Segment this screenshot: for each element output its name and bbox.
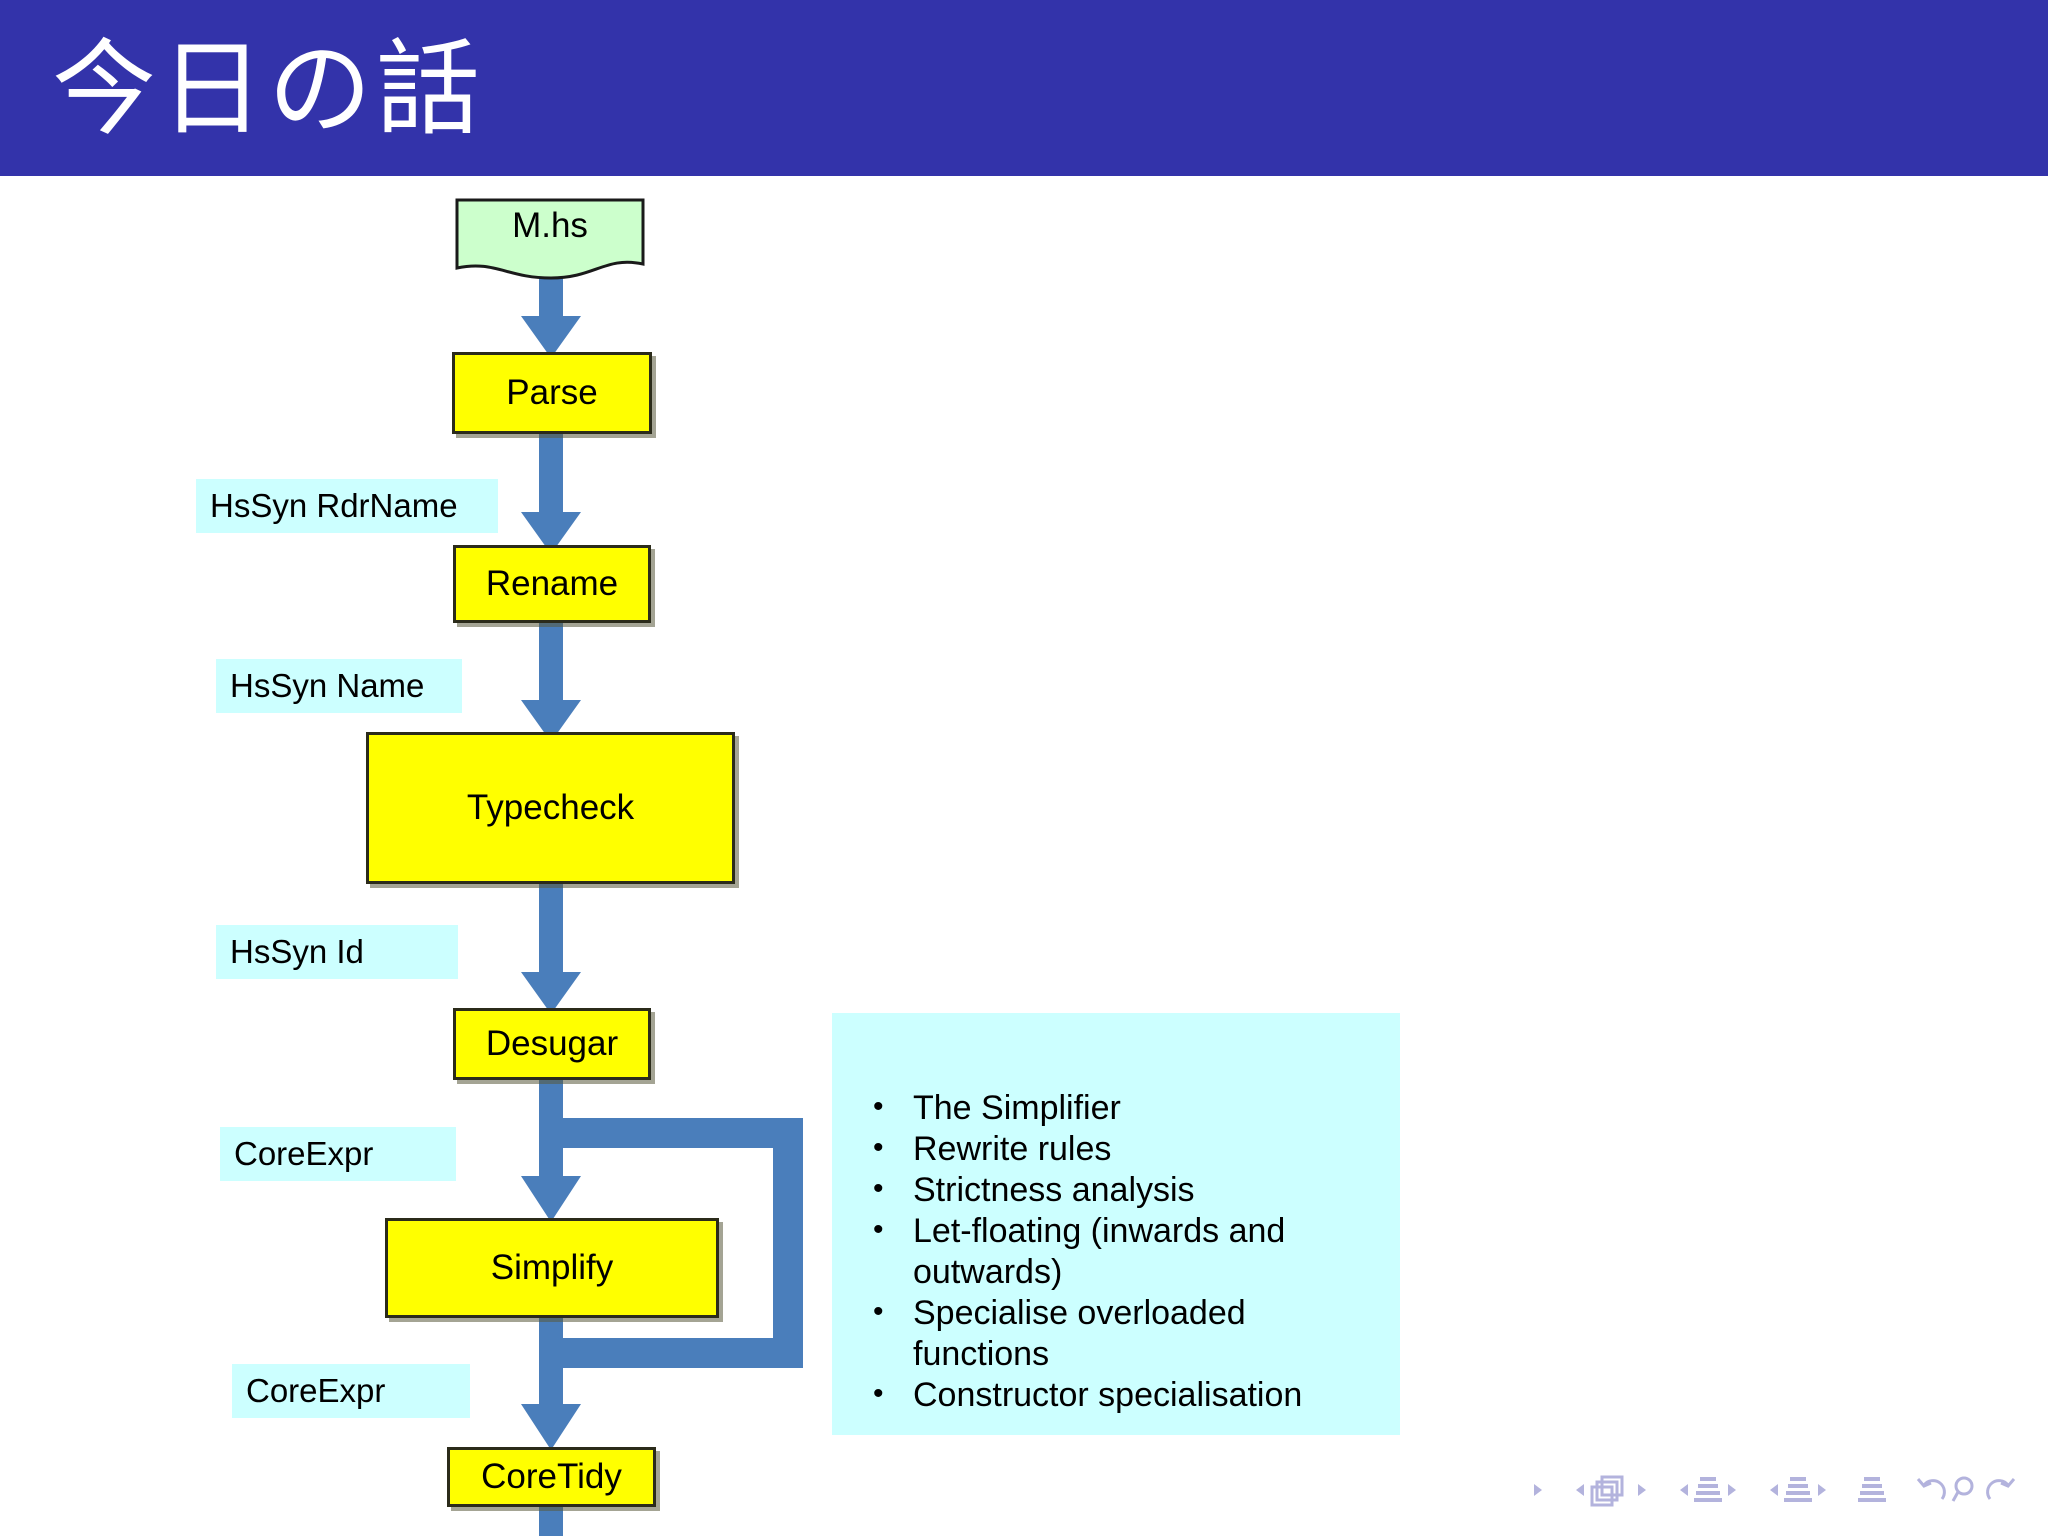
list-item: Specialise overloaded functions <box>867 1291 1380 1375</box>
prev-section-icon[interactable] <box>1766 1479 1782 1501</box>
nav-spacer <box>1888 1490 1914 1491</box>
prev-slide-icon[interactable] <box>1572 1479 1588 1501</box>
subsection-bars-icon[interactable] <box>1692 1473 1724 1507</box>
list-item: Strictness analysis <box>867 1168 1380 1211</box>
next-slide-icon[interactable] <box>1634 1479 1650 1501</box>
first-frame-icon[interactable] <box>1530 1479 1546 1501</box>
type-label-coreexpr-2: CoreExpr <box>232 1364 470 1418</box>
stage-label-parse: Parse <box>506 373 598 412</box>
stage-box-coretidy[interactable]: CoreTidy <box>447 1447 656 1507</box>
nav-spacer <box>1546 1490 1572 1491</box>
arrow-simplify-feedback-loop <box>545 1118 803 1368</box>
type-label-hssyn-rdrname: HsSyn RdrName <box>196 479 498 533</box>
stage-box-parse[interactable]: Parse <box>452 352 652 434</box>
list-item: Constructor specialisation <box>867 1373 1380 1416</box>
source-file-label: M.hs <box>512 206 588 245</box>
arrow-desugar-to-simplify <box>521 1078 581 1222</box>
prev-subsection-icon[interactable] <box>1676 1479 1692 1501</box>
list-item: The Simplifier <box>867 1086 1380 1129</box>
stage-box-typecheck[interactable]: Typecheck <box>366 732 735 884</box>
stage-label-rename: Rename <box>485 564 619 603</box>
arrow-simplify-to-coretidy <box>521 1308 581 1450</box>
nav-spacer <box>1830 1490 1856 1491</box>
type-label-hssyn-name: HsSyn Name <box>216 659 462 713</box>
stage-label-desugar: Desugar <box>485 1024 619 1063</box>
presentation-bars-icon[interactable] <box>1856 1473 1888 1507</box>
list-item: Let-floating (inwards and outwards) <box>867 1209 1380 1293</box>
stage-box-rename[interactable]: Rename <box>453 545 651 623</box>
simplifier-bullet-list: The Simplifier Rewrite rules Strictness … <box>867 1086 1380 1416</box>
stage-label-typecheck: Typecheck <box>466 788 635 827</box>
next-subsection-icon[interactable] <box>1724 1479 1740 1501</box>
list-item: Rewrite rules <box>867 1127 1380 1170</box>
title-banner <box>0 0 2048 176</box>
next-section-icon[interactable] <box>1814 1479 1830 1501</box>
type-label-hssyn-id: HsSyn Id <box>216 925 458 979</box>
arrow-typecheck-to-desugar <box>521 884 581 1014</box>
forward-redo-icon[interactable] <box>1982 1473 2018 1507</box>
arrow-source-to-parse <box>521 270 581 358</box>
search-magnifier-icon[interactable] <box>1950 1473 1982 1507</box>
type-label-coreexpr-1: CoreExpr <box>220 1127 456 1181</box>
source-file-document-icon <box>455 198 645 280</box>
stage-box-desugar[interactable]: Desugar <box>453 1008 651 1080</box>
stage-label-coretidy: CoreTidy <box>481 1457 622 1496</box>
back-undo-icon[interactable] <box>1914 1473 1950 1507</box>
arrow-rename-to-typecheck <box>521 622 581 742</box>
arrow-parse-to-rename <box>521 434 581 554</box>
nav-spacer <box>1650 1490 1676 1491</box>
simplifier-info-panel: The Simplifier Rewrite rules Strictness … <box>832 1013 1400 1435</box>
stage-label-simplify: Simplify <box>490 1248 614 1287</box>
beamer-navigation-bar[interactable] <box>1530 1464 2018 1516</box>
page-title: 今日の話 <box>52 28 485 150</box>
section-bars-icon[interactable] <box>1782 1473 1814 1507</box>
nav-spacer <box>1740 1490 1766 1491</box>
stage-box-simplify[interactable]: Simplify <box>385 1218 719 1318</box>
slide-stack-icon[interactable] <box>1588 1473 1634 1507</box>
arrow-coretidy-downstream <box>539 1500 563 1536</box>
